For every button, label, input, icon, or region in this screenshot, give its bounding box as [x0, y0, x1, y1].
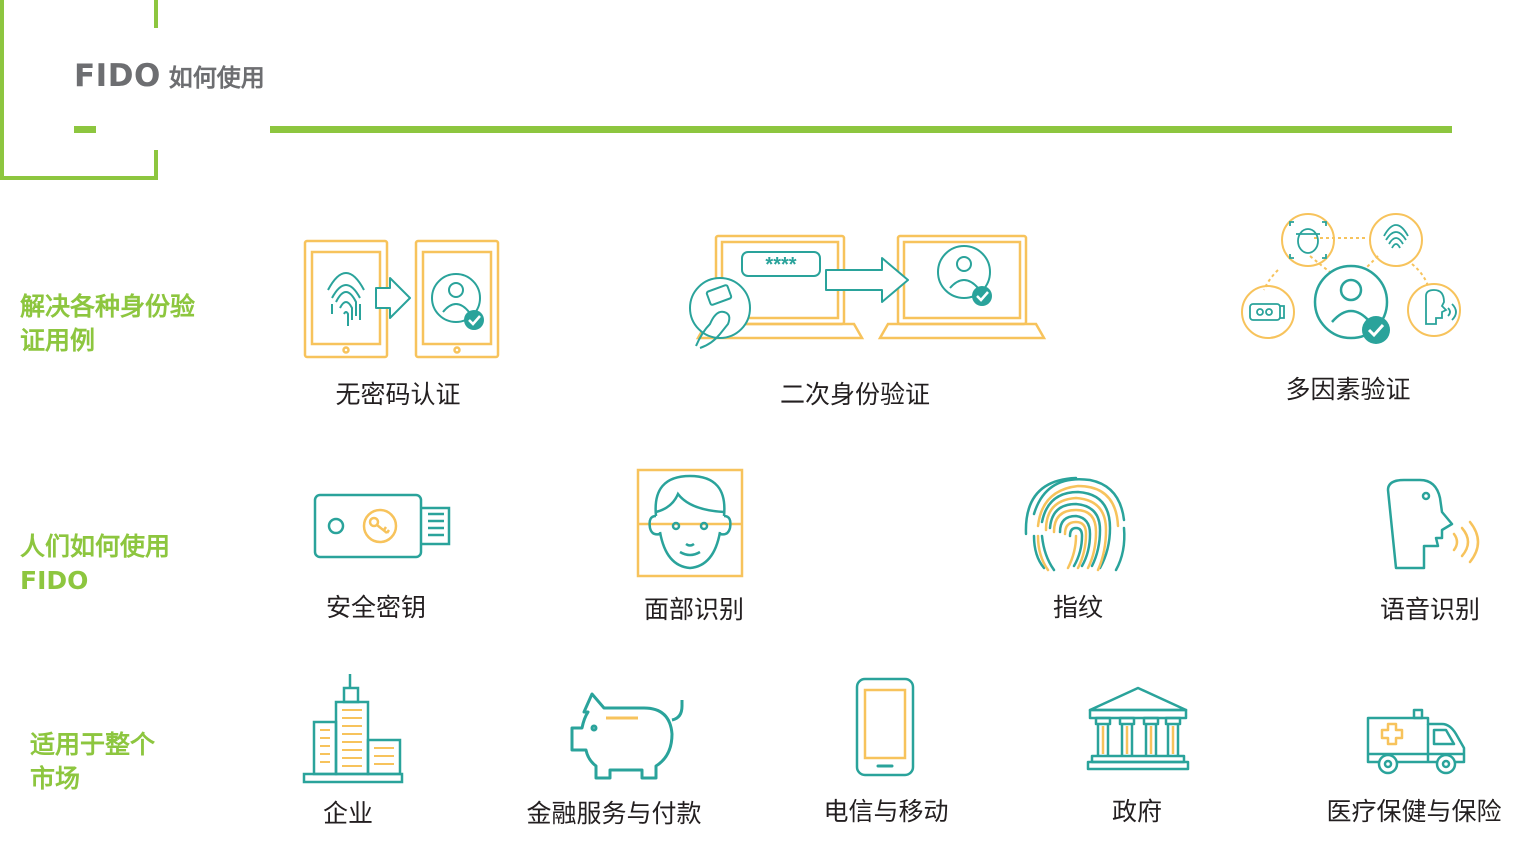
office-building-icon — [300, 670, 406, 786]
corner-bracket-decoration — [0, 0, 158, 180]
item-label: 无密码认证 — [335, 380, 461, 409]
government-building-icon — [1086, 684, 1190, 772]
ambulance-icon — [1364, 706, 1470, 778]
title-dash — [74, 126, 96, 133]
item-label: 语音识别 — [1379, 595, 1481, 624]
piggy-bank-icon — [566, 690, 686, 782]
password-mask-text: **** — [765, 254, 796, 276]
row-label-how-people-use: 人们如何使用 FIDO — [20, 530, 170, 598]
row-label-markets: 适用于整个 市场 — [30, 728, 155, 796]
row-label-line: 人们如何使用 — [20, 532, 171, 561]
mobile-phone-icon — [854, 676, 916, 778]
face-recognition-icon — [634, 466, 746, 580]
row-label-line: 市场 — [30, 764, 81, 793]
item-label: 多因素验证 — [1285, 375, 1411, 404]
row-label-line: 适用于整个 — [30, 730, 156, 759]
item-label: 金融服务与付款 — [526, 799, 702, 828]
multi-factor-user-icon — [1238, 208, 1464, 358]
item-label: 指纹 — [1052, 593, 1104, 622]
item-label: 面部识别 — [643, 595, 745, 624]
item-label: 企业 — [322, 799, 374, 828]
item-label: 医疗保健与保险 — [1326, 797, 1502, 826]
security-key-icon — [312, 492, 454, 560]
item-label: 二次身份验证 — [779, 380, 931, 409]
tablet-fingerprint-to-user-icon — [302, 238, 502, 362]
fingerprint-icon — [1020, 470, 1132, 580]
row-label-line: 解决各种身份验 — [20, 292, 196, 321]
voice-recognition-icon — [1384, 476, 1480, 572]
item-label: 安全密钥 — [325, 593, 427, 622]
page-title-fido: FIDO — [74, 58, 161, 94]
title-divider — [270, 126, 1452, 133]
row-label-use-cases: 解决各种身份验 证用例 — [20, 290, 195, 358]
row-label-line: 证用例 — [20, 326, 96, 355]
row-label-line: FIDO — [20, 566, 89, 595]
item-label: 电信与移动 — [823, 797, 949, 826]
page-title-subtitle: 如何使用 — [168, 64, 265, 92]
item-label: 政府 — [1111, 797, 1163, 826]
laptop-password-to-user-icon: **** — [686, 232, 1054, 360]
